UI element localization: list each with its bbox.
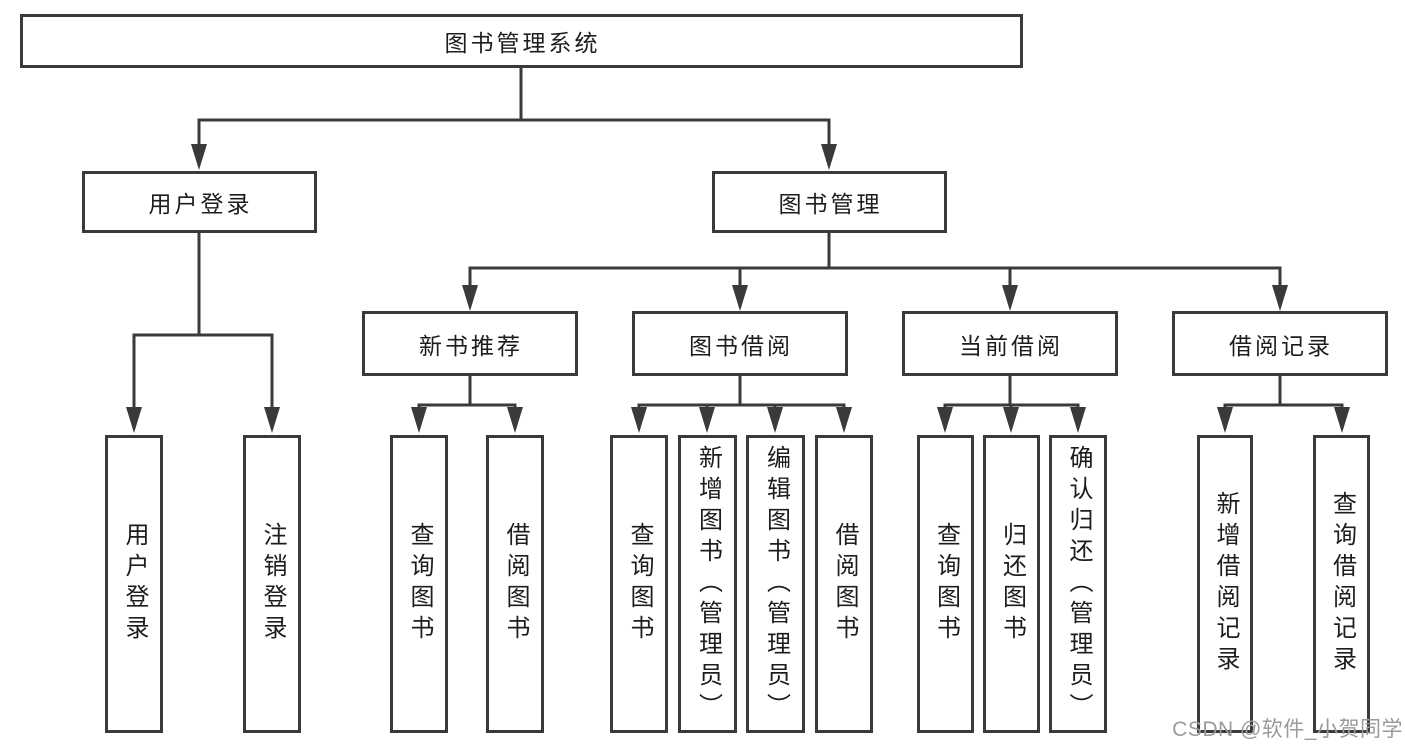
leaf-add-book-admin: 新增图书（管理员） xyxy=(678,435,737,733)
leaf-borrow-books: 借阅图书 xyxy=(815,435,873,733)
leaf-logout: 注销登录 xyxy=(243,435,301,733)
node-root-label: 图书管理系统 xyxy=(444,30,601,56)
node-user-login-label: 用户登录 xyxy=(148,191,253,217)
node-current-borrow: 当前借阅 xyxy=(902,311,1118,376)
leaf-logout-label: 注销登录 xyxy=(259,522,286,646)
leaf-borrow-books-label: 借阅图书 xyxy=(831,522,858,646)
node-current-borrow-label: 当前借阅 xyxy=(959,332,1063,359)
leaf-query-borrow-record: 查询借阅记录 xyxy=(1313,435,1370,733)
node-book-management: 图书管理 xyxy=(712,171,947,233)
node-book-borrow: 图书借阅 xyxy=(632,311,848,376)
leaf-user-login-label: 用户登录 xyxy=(121,522,148,646)
leaf-edit-book-admin: 编辑图书（管理员） xyxy=(746,435,805,733)
node-borrow-records: 借阅记录 xyxy=(1172,311,1388,376)
leaf-confirm-return-admin: 确认归还（管理员） xyxy=(1049,435,1107,733)
leaf-user-login: 用户登录 xyxy=(105,435,163,733)
leaf-query-books-borrow: 查询图书 xyxy=(610,435,668,733)
node-borrow-records-label: 借阅记录 xyxy=(1229,332,1333,359)
leaf-query-books-borrow-label: 查询图书 xyxy=(626,522,653,646)
leaf-add-borrow-record-label: 新增借阅记录 xyxy=(1212,491,1239,677)
leaf-query-books-current-label: 查询图书 xyxy=(932,522,960,646)
leaf-borrow-books-recommend: 借阅图书 xyxy=(486,435,544,733)
leaf-query-books-recommend: 查询图书 xyxy=(390,435,448,733)
leaf-return-book-label: 归还图书 xyxy=(998,522,1026,646)
leaf-query-borrow-record-label: 查询借阅记录 xyxy=(1328,491,1356,677)
leaf-query-books-current: 查询图书 xyxy=(917,435,974,733)
node-new-book-recommend-label: 新书推荐 xyxy=(419,332,523,359)
leaf-borrow-books-recommend-label: 借阅图书 xyxy=(502,522,529,646)
leaf-edit-book-admin-label: 编辑图书（管理员） xyxy=(762,444,790,724)
leaf-add-book-admin-label: 新增图书（管理员） xyxy=(694,444,722,724)
node-root: 图书管理系统 xyxy=(20,14,1023,68)
node-book-management-label: 图书管理 xyxy=(778,191,883,217)
leaf-confirm-return-admin-label: 确认归还（管理员） xyxy=(1065,444,1092,724)
node-book-borrow-label: 图书借阅 xyxy=(689,332,793,359)
node-user-login: 用户登录 xyxy=(82,171,317,233)
leaf-add-borrow-record: 新增借阅记录 xyxy=(1197,435,1253,733)
watermark-text: CSDN @软件_小贺同学 xyxy=(1172,718,1403,741)
leaf-query-books-recommend-label: 查询图书 xyxy=(406,522,433,646)
leaf-return-book: 归还图书 xyxy=(983,435,1040,733)
node-new-book-recommend: 新书推荐 xyxy=(362,311,578,376)
